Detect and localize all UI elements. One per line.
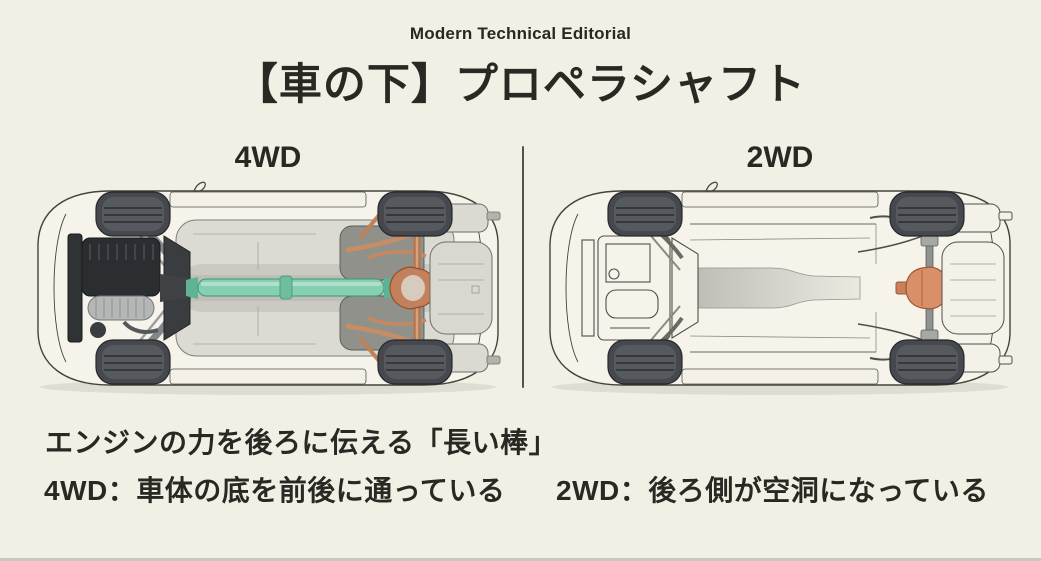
transmission-tail — [160, 274, 190, 302]
rocker-sill-bottom — [169, 368, 367, 385]
bottom-edge-shade — [0, 558, 1041, 561]
wheel — [377, 339, 453, 385]
rear-differential-4wd — [389, 266, 437, 310]
car-4wd-svg — [37, 181, 501, 395]
car-underside-4wd-diagram — [28, 178, 508, 400]
rocker-sill-bottom — [681, 368, 879, 385]
hollow-tunnel — [689, 267, 861, 309]
rear-differential-2wd — [895, 266, 949, 310]
spare-tire-well — [429, 241, 493, 335]
panel-divider — [522, 146, 524, 388]
label-2wd: 2WD — [746, 141, 814, 174]
wheels — [95, 191, 453, 385]
front-subframe-outline — [671, 237, 699, 339]
spare-tire-well — [941, 241, 1005, 335]
wheel — [95, 339, 171, 385]
floor-outline — [689, 223, 877, 353]
rocker-sill-top — [681, 191, 879, 208]
car-2wd-svg — [549, 181, 1013, 395]
caption-4wd: 4WD：車体の底を前後に通っている — [44, 475, 506, 506]
label-4wd: 4WD — [234, 141, 302, 174]
caption-2wd: 2WD：後ろ側が空洞になっている — [556, 475, 989, 506]
wheel — [95, 191, 171, 237]
rocker-sill-top — [169, 191, 367, 208]
wheel — [607, 339, 683, 385]
wheels — [607, 191, 965, 385]
editorial-kicker: Modern Technical Editorial — [409, 24, 632, 43]
wheel — [889, 339, 965, 385]
caption-main: エンジンの力を後ろに伝える「長い棒」 — [45, 427, 558, 458]
propeller-shaft — [186, 275, 398, 300]
engine-block — [67, 233, 191, 343]
page-title: 【車の下】プロペラシャフト — [234, 61, 807, 109]
wheel — [889, 191, 965, 237]
mirror-curl — [193, 181, 206, 192]
wheel — [607, 191, 683, 237]
mirror-curl — [705, 181, 718, 192]
wheel — [377, 191, 453, 237]
car-underside-2wd-diagram — [540, 178, 1020, 400]
engine-outline — [581, 235, 699, 341]
